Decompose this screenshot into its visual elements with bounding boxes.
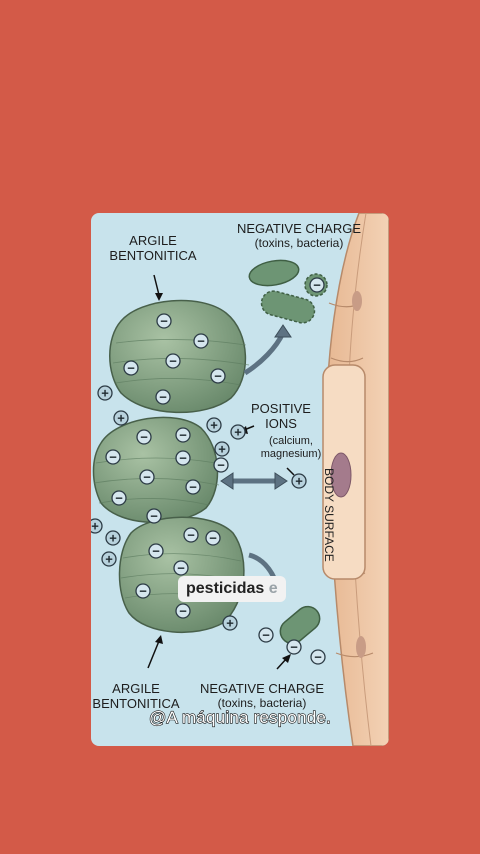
- svg-text:+: +: [295, 474, 303, 489]
- label-body-surface: BODY SURFACE: [322, 468, 336, 562]
- svg-text:−: −: [314, 650, 322, 665]
- svg-text:−: −: [313, 278, 321, 293]
- label-positive-ions-sub: (calcium, magnesium): [260, 435, 322, 460]
- watermark-text: @A máquina responde.: [148, 707, 331, 727]
- negative-charge-icon: −: [213, 457, 229, 473]
- svg-text:+: +: [210, 418, 218, 433]
- svg-text:−: −: [143, 470, 151, 485]
- negative-charge-icon: −: [135, 583, 151, 599]
- svg-text:+: +: [117, 411, 125, 426]
- negative-charge-icon: −: [185, 479, 201, 495]
- label-negative-charge-bottom-sub: (toxins, bacteria): [217, 696, 307, 710]
- svg-text:−: −: [179, 451, 187, 466]
- svg-text:+: +: [218, 442, 226, 457]
- negative-charge-icon: −: [175, 427, 191, 443]
- svg-text:−: −: [179, 428, 187, 443]
- clay-particle-middle: [92, 416, 220, 524]
- svg-text:−: −: [109, 450, 117, 465]
- svg-text:−: −: [262, 628, 270, 643]
- negative-charge-icon: −: [286, 639, 302, 655]
- svg-text:−: −: [209, 531, 217, 546]
- positive-ion-icon: +: [97, 385, 113, 401]
- diagram-card: −−−−−−−−−−−−−−−−−−−−−−−−−−++++++++++ ARG…: [91, 213, 389, 746]
- negative-charge-icon: −: [165, 353, 181, 369]
- toxins-top: [248, 259, 328, 324]
- caption-main-text: pesticidas: [186, 580, 265, 597]
- positive-ion-icon: +: [206, 417, 222, 433]
- label-argile-top: ARGILE BENTONITICA: [109, 233, 197, 263]
- svg-text:−: −: [177, 561, 185, 576]
- svg-text:−: −: [140, 430, 148, 445]
- toxins-bottom: [279, 605, 321, 645]
- positive-ion-icon: +: [230, 424, 246, 440]
- negative-charge-icon: −: [139, 469, 155, 485]
- clay-particle-top: [109, 299, 250, 414]
- negative-charge-icon: −: [210, 368, 226, 384]
- label-argile-bottom: ARGILE BENTONITICA: [92, 681, 180, 711]
- negative-charge-icon: −: [310, 649, 326, 665]
- svg-text:+: +: [101, 386, 109, 401]
- positive-ion-icon: +: [105, 530, 121, 546]
- negative-charge-icon: −: [148, 543, 164, 559]
- svg-text:+: +: [109, 531, 117, 546]
- caption-chip: pesticidas e: [178, 576, 286, 602]
- negative-charge-icon: −: [173, 560, 189, 576]
- svg-text:+: +: [105, 552, 113, 567]
- body-surface: [322, 213, 389, 746]
- positive-ion-icon: +: [113, 410, 129, 426]
- caption-faded-text: e: [268, 580, 278, 597]
- svg-text:−: −: [197, 334, 205, 349]
- svg-text:−: −: [217, 458, 225, 473]
- negative-charge-icon: −: [146, 508, 162, 524]
- negative-charge-icon: −: [175, 450, 191, 466]
- positive-ion-icon: +: [291, 473, 307, 489]
- label-negative-charge-bottom: NEGATIVE CHARGE: [199, 681, 324, 696]
- negative-charge-icon: −: [123, 360, 139, 376]
- svg-text:−: −: [127, 361, 135, 376]
- bentonite-diagram: −−−−−−−−−−−−−−−−−−−−−−−−−−++++++++++: [91, 213, 389, 746]
- negative-charge-icon: −: [183, 527, 199, 543]
- negative-charge-icon: −: [309, 277, 325, 293]
- negative-charge-icon: −: [136, 429, 152, 445]
- svg-text:−: −: [290, 640, 298, 655]
- svg-text:−: −: [179, 604, 187, 619]
- negative-charge-icon: −: [155, 389, 171, 405]
- negative-charge-icon: −: [156, 313, 172, 329]
- svg-text:−: −: [150, 509, 158, 524]
- svg-text:+: +: [226, 616, 234, 631]
- svg-text:−: −: [189, 480, 197, 495]
- positive-ion-icon: +: [222, 615, 238, 631]
- label-positive-ions: POSITIVE IONS: [251, 401, 311, 431]
- label-negative-charge-top-sub: (toxins, bacteria): [254, 236, 344, 250]
- svg-text:−: −: [115, 491, 123, 506]
- svg-text:+: +: [91, 519, 99, 534]
- positive-ion-icon: +: [101, 551, 117, 567]
- svg-text:−: −: [139, 584, 147, 599]
- svg-text:−: −: [159, 390, 167, 405]
- negative-charge-icon: −: [175, 603, 191, 619]
- negative-charge-icon: −: [258, 627, 274, 643]
- positive-ion-icon: +: [91, 518, 103, 534]
- svg-text:−: −: [169, 354, 177, 369]
- negative-charge-icon: −: [111, 490, 127, 506]
- svg-text:−: −: [214, 369, 222, 384]
- negative-charge-icon: −: [105, 449, 121, 465]
- svg-text:+: +: [234, 425, 242, 440]
- negative-charge-icon: −: [205, 530, 221, 546]
- svg-text:−: −: [160, 314, 168, 329]
- label-negative-charge-top: NEGATIVE CHARGE: [236, 221, 361, 236]
- negative-charge-icon: −: [193, 333, 209, 349]
- svg-text:−: −: [152, 544, 160, 559]
- svg-text:−: −: [187, 528, 195, 543]
- positive-ion-icon: +: [214, 441, 230, 457]
- arrows: [147, 274, 295, 670]
